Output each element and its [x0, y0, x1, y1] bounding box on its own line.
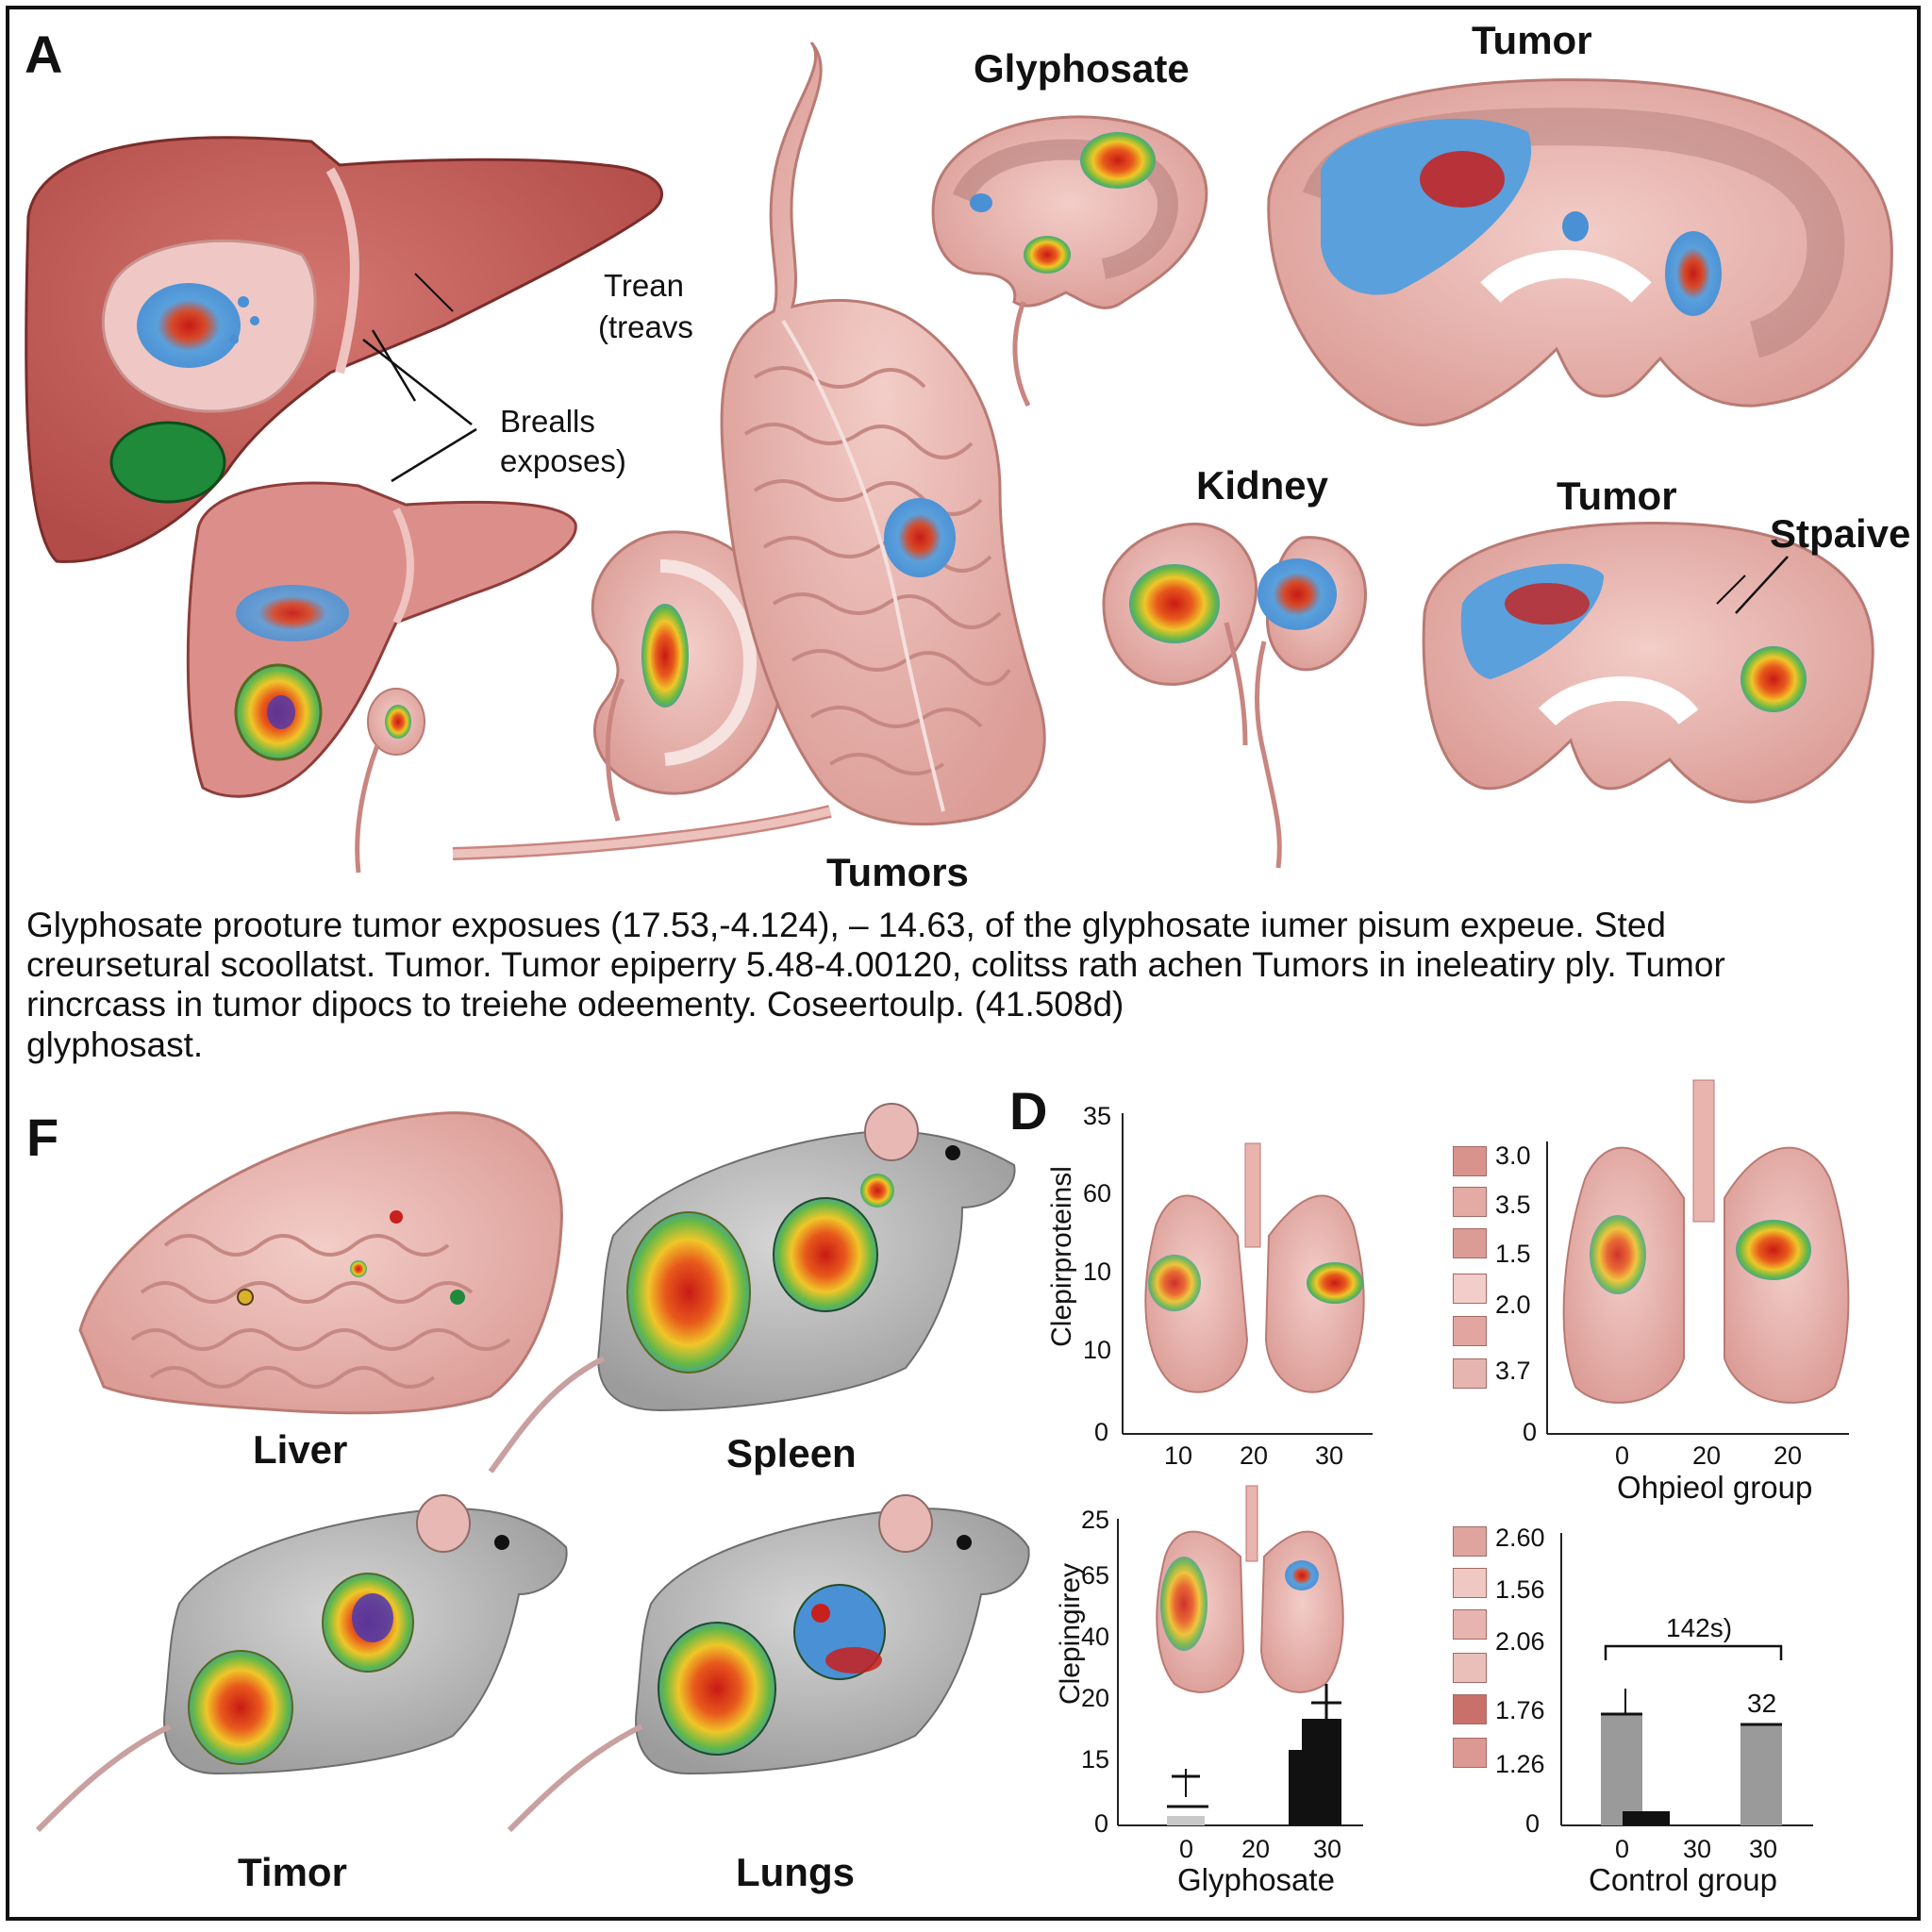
label-tumor-mid: Tumor [1557, 474, 1677, 518]
lung-plot-3 [1117, 1485, 1363, 1826]
caption-line: Glyphosate prooture tumor exposues (17.5… [26, 906, 1666, 944]
plot1-y-tick: 35 [1083, 1102, 1112, 1130]
plot4-x-axis-label: Control group [1589, 1862, 1777, 1897]
caption-line: rincrcass in tumor dipocs to treiehe ode… [26, 985, 1124, 1024]
label-trean-line1: Trean [604, 268, 684, 303]
plot1-y-tick: 10 [1083, 1336, 1112, 1364]
label-stpaive: Stpaive [1770, 511, 1911, 556]
plot1-y-tick: 10 [1083, 1257, 1112, 1286]
scale-swatch [1453, 1738, 1487, 1768]
mouse-timor-illustration [35, 1494, 568, 1833]
kidney-illustration-left [591, 530, 785, 822]
figure-caption: Glyphosate prooture tumor exposues (17.5… [26, 906, 1904, 1065]
caption-line: glyphosast. [26, 1024, 204, 1064]
liver-small-illustration [186, 481, 577, 874]
label-kidney: Kidney [1196, 463, 1329, 508]
plot1-y-axis-label: Clepirproteinsl [1045, 1166, 1077, 1347]
scale-swatch [1453, 1187, 1487, 1217]
plot3-y-tick: 0 [1094, 1809, 1109, 1838]
plot3-y-tick: 25 [1081, 1506, 1110, 1534]
plot2-x-tick: 20 [1774, 1441, 1803, 1470]
plot3-y-tick: 40 [1081, 1623, 1110, 1651]
plot3-y-tick: 65 [1081, 1561, 1110, 1590]
scale-swatch [1453, 1146, 1487, 1176]
scale-swatch [1453, 1526, 1487, 1557]
caption-line: creursetural scoollatst. Tumor. Tumor ep… [26, 945, 1725, 985]
plot4-scale-value: 1.76 [1495, 1696, 1545, 1724]
plot4-x-tick: 30 [1683, 1835, 1712, 1863]
label-tumor-top: Tumor [1472, 18, 1592, 62]
tumor-section-top-illustration [1267, 78, 1893, 426]
scale-swatch [1453, 1694, 1487, 1724]
plot4-bar-label: 32 [1747, 1689, 1777, 1718]
plot3-y-tick: 15 [1081, 1745, 1110, 1774]
kidney-pair-illustration [1102, 523, 1367, 869]
label-trean-line2: (treavs [598, 309, 693, 344]
scale-swatch [1453, 1609, 1487, 1640]
label-tumors: Tumors [826, 850, 969, 894]
glyphosate-organ-illustration [931, 115, 1208, 408]
plot4-x-tick: 30 [1749, 1835, 1778, 1863]
plot1-y-tick: 60 [1083, 1179, 1112, 1208]
plot2-scale-value: 1.5 [1495, 1240, 1531, 1268]
lung-plot-1 [1122, 1113, 1373, 1435]
plot4-scale-value: 2.60 [1495, 1524, 1545, 1552]
plot4-bracket-label: 142s) [1666, 1613, 1733, 1642]
scale-swatch [1453, 1358, 1487, 1389]
scale-swatch [1453, 1274, 1487, 1304]
tumor-section-mid-illustration [1422, 522, 1874, 804]
panel-label-d: D [1009, 1081, 1048, 1141]
plot4-y-tick: 0 [1525, 1809, 1541, 1838]
plot2-scale-value: 3.0 [1495, 1141, 1531, 1170]
mouse-label-timor: Timor [238, 1850, 347, 1894]
abdomen-illustration [78, 1111, 563, 1415]
plot4-scale-value: 2.06 [1495, 1627, 1545, 1656]
bar-plot-3 [1167, 1684, 1341, 1825]
plot3-y-tick: 20 [1081, 1684, 1110, 1712]
panel-label-a: A [25, 25, 63, 84]
mouse-label-liver: Liver [253, 1427, 348, 1472]
scale-swatch [1453, 1568, 1487, 1598]
plot3-x-axis-label: Glyphosate [1177, 1862, 1335, 1897]
plot1-y-tick: 0 [1094, 1418, 1109, 1446]
plot2-x-tick: 20 [1692, 1441, 1722, 1470]
scale-swatch [1453, 1653, 1487, 1683]
plot4-x-tick: 0 [1615, 1835, 1630, 1863]
intestine-illustration [452, 42, 1046, 860]
label-glyphosate: Glyphosate [974, 46, 1190, 91]
lung-plot-2 [1546, 1079, 1850, 1435]
mouse-spleen-illustration [488, 1103, 1016, 1474]
plot2-x-axis-label: Ohpieol group [1617, 1470, 1813, 1505]
label-breals-line1: Brealls [500, 404, 595, 439]
plot3-x-tick: 0 [1179, 1835, 1194, 1863]
plot4-scale-value: 1.56 [1495, 1575, 1545, 1604]
plot2-y-tick: 0 [1523, 1418, 1538, 1446]
plot3-x-tick: 20 [1241, 1835, 1271, 1863]
plot4-scale-value: 1.26 [1495, 1750, 1545, 1778]
plot1-x-tick: 30 [1315, 1441, 1344, 1470]
plot2-scale-value: 3.7 [1495, 1357, 1531, 1385]
bar-plot-4 [1560, 1533, 1813, 1826]
mouse-lungs-illustration [507, 1494, 1030, 1833]
plot3-x-tick: 30 [1313, 1835, 1342, 1863]
figure-frame [6, 6, 1921, 1921]
liver-large-illustration [25, 136, 663, 563]
scale-swatch [1453, 1228, 1487, 1258]
plot2-scale-value: 3.5 [1495, 1191, 1531, 1219]
label-breals-line2: exposes) [500, 443, 626, 478]
scale-swatch [1453, 1316, 1487, 1346]
mouse-label-lungs: Lungs [736, 1850, 855, 1894]
plot1-x-tick: 10 [1164, 1441, 1193, 1470]
mouse-label-spleen: Spleen [726, 1431, 857, 1475]
plot2-x-tick: 0 [1615, 1441, 1630, 1470]
plot1-x-tick: 20 [1240, 1441, 1269, 1470]
panel-label-f: F [26, 1108, 59, 1167]
plot2-scale-value: 2.0 [1495, 1291, 1531, 1319]
